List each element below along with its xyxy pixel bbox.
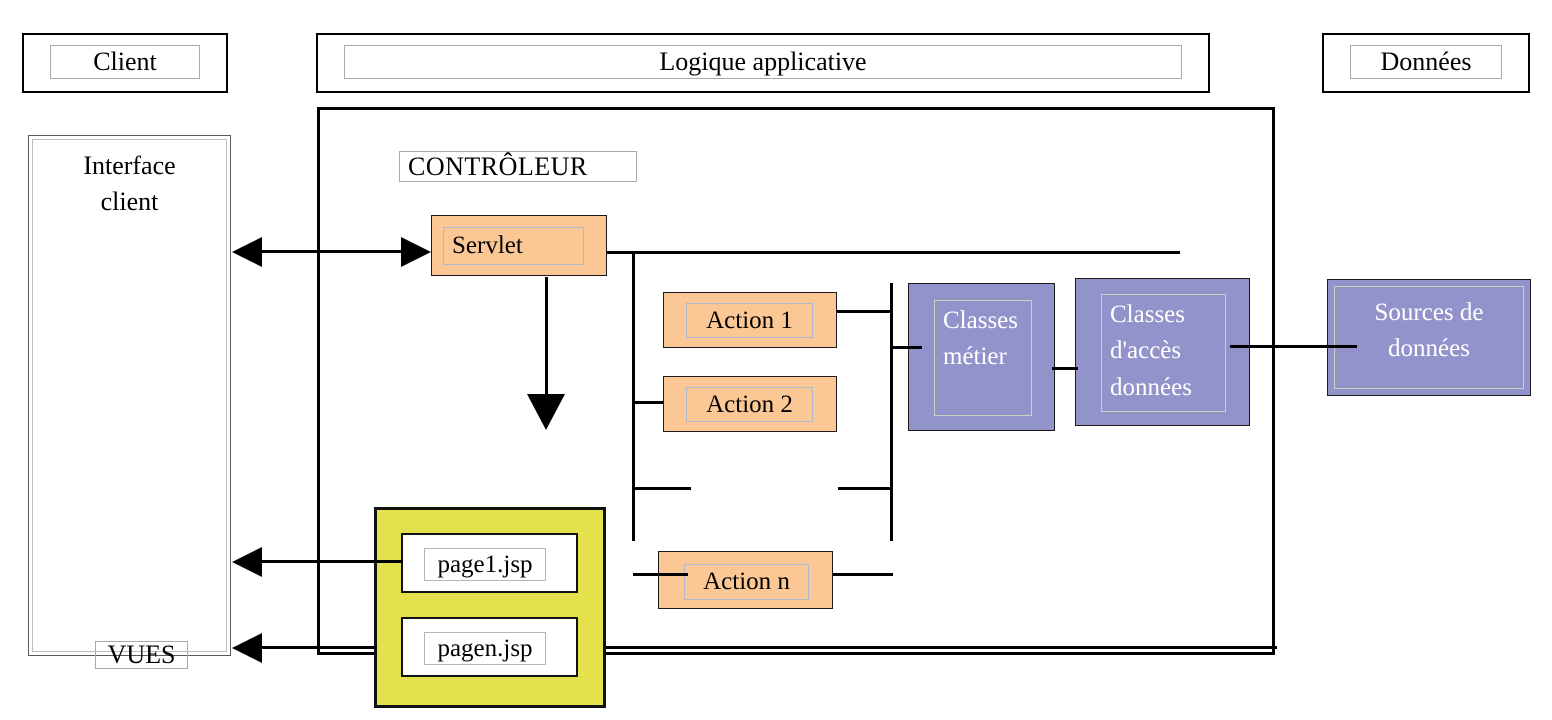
data-tier-label: Données bbox=[1350, 45, 1502, 79]
arrowhead-left-pagen bbox=[232, 633, 262, 663]
action-n-right-connector bbox=[833, 573, 893, 576]
views-label: VUES bbox=[107, 640, 176, 669]
broken-connector-right-segment bbox=[838, 487, 893, 490]
client-interface-frame: Interface client bbox=[32, 139, 227, 652]
client-interface-label: Interface client bbox=[83, 151, 176, 217]
pagen-jsp-label-frame: pagen.jsp bbox=[424, 632, 546, 665]
arrowhead-left-to-interface bbox=[232, 237, 262, 267]
data-access-classes-label: Classes d'accès données bbox=[1110, 301, 1192, 401]
action-n-label-frame: Action n bbox=[684, 564, 809, 600]
controller-label: CONTRÔLEUR bbox=[408, 151, 588, 181]
application-logic-tier-header: Logique applicative bbox=[316, 33, 1210, 93]
data-sources-label: Sources de données bbox=[1334, 286, 1524, 389]
action2-label: Action 2 bbox=[706, 390, 793, 418]
client-tier-header: Client bbox=[22, 33, 228, 93]
action-n-label: Action n bbox=[703, 568, 790, 595]
bottom-return-line bbox=[606, 646, 1277, 649]
data-access-classes-node: Classes d'accès données bbox=[1075, 278, 1250, 426]
action1-business-connector bbox=[837, 310, 892, 313]
business-dataaccess-connector bbox=[1052, 367, 1078, 370]
action2-label-frame: Action 2 bbox=[686, 387, 813, 422]
application-logic-tier-label: Logique applicative bbox=[344, 45, 1182, 79]
pagen-jsp-label: pagen.jsp bbox=[437, 634, 533, 662]
client-tier-label: Client bbox=[50, 45, 200, 79]
page1-jsp-label: page1.jsp bbox=[437, 550, 533, 578]
business-distribution-line bbox=[890, 283, 893, 541]
views-label-box: VUES bbox=[95, 640, 188, 669]
client-interface-box: Interface client bbox=[28, 135, 231, 656]
action1-label-frame: Action 1 bbox=[686, 303, 813, 338]
servlet-label-frame: Servlet bbox=[443, 227, 584, 265]
business-classes-node: Classes métier bbox=[908, 283, 1055, 431]
page1-response-connector bbox=[258, 560, 403, 563]
action2-node: Action 2 bbox=[663, 376, 837, 432]
servlet-views-connector bbox=[545, 277, 548, 395]
arrowhead-right-to-servlet bbox=[401, 237, 431, 267]
data-access-classes-label-frame: Classes d'accès données bbox=[1101, 294, 1226, 412]
views-group-box: page1.jsp pagen.jsp bbox=[374, 507, 606, 708]
page1-jsp-label-frame: page1.jsp bbox=[424, 548, 546, 581]
servlet-label: Servlet bbox=[452, 232, 523, 259]
business-classes-label-frame: Classes métier bbox=[934, 300, 1032, 416]
servlet-node: Servlet bbox=[431, 215, 607, 276]
actions-distribution-line bbox=[632, 252, 635, 541]
action1-node: Action 1 bbox=[663, 292, 837, 348]
data-tier-header: Données bbox=[1322, 33, 1530, 93]
servlet-dispatch-bus bbox=[607, 251, 1180, 254]
application-logic-container bbox=[317, 107, 1275, 655]
action2-branch-connector bbox=[634, 401, 664, 404]
pagen-jsp-node: pagen.jsp bbox=[401, 617, 578, 677]
controller-label-box: CONTRÔLEUR bbox=[399, 151, 637, 182]
arrowhead-left-page1 bbox=[232, 547, 262, 577]
broken-connector-left-segment bbox=[633, 487, 691, 490]
business-classes-branch-connector bbox=[891, 346, 922, 349]
action-n-node: Action n bbox=[658, 551, 833, 609]
action-n-left-connector bbox=[633, 573, 688, 576]
interface-servlet-connector bbox=[260, 250, 402, 253]
business-classes-label: Classes métier bbox=[943, 307, 1018, 371]
pagen-response-connector bbox=[258, 646, 377, 649]
data-sources-node: Sources de données bbox=[1327, 279, 1531, 396]
arrowhead-down-to-views bbox=[527, 394, 565, 430]
dataaccess-sources-connector bbox=[1230, 345, 1357, 348]
page1-jsp-node: page1.jsp bbox=[401, 533, 578, 593]
action1-label: Action 1 bbox=[706, 306, 793, 334]
